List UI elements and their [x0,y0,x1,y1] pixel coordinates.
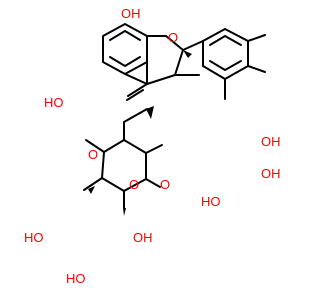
hydroxyl-sugar-3-label: HO [66,271,86,286]
chromanone-ring [124,35,204,101]
ring-oxygen-label: O [168,30,178,45]
hydroxyl-sugar-2-label: OH [133,230,153,245]
hydroxyl-right-2-label: OH [261,166,281,181]
hydroxyl-left-label: HO [44,95,64,110]
hydroxyl-top-label: OH [121,6,141,21]
aromatic-ring-a [102,23,148,75]
sugar-ring-oxygen-label: O [160,177,170,192]
hydroxyl-right-1-label: OH [261,134,281,149]
hydroxyl-right-3-label: HO [201,194,221,209]
stereo-markers [88,50,192,216]
hydroxyl-sugar-1-label: HO [24,230,44,245]
sugar-ring [83,108,163,209]
phenyl-ring-b [202,28,266,100]
molecule-canvas: OH HO O O O O OH OH HO HO OH HO [24,6,281,286]
carbonyl-oxygen-label: O [88,147,98,162]
molecule-structure: OH HO O O O O OH OH HO HO OH HO [24,6,281,286]
glycosidic-oxygen-label: O [129,177,139,192]
